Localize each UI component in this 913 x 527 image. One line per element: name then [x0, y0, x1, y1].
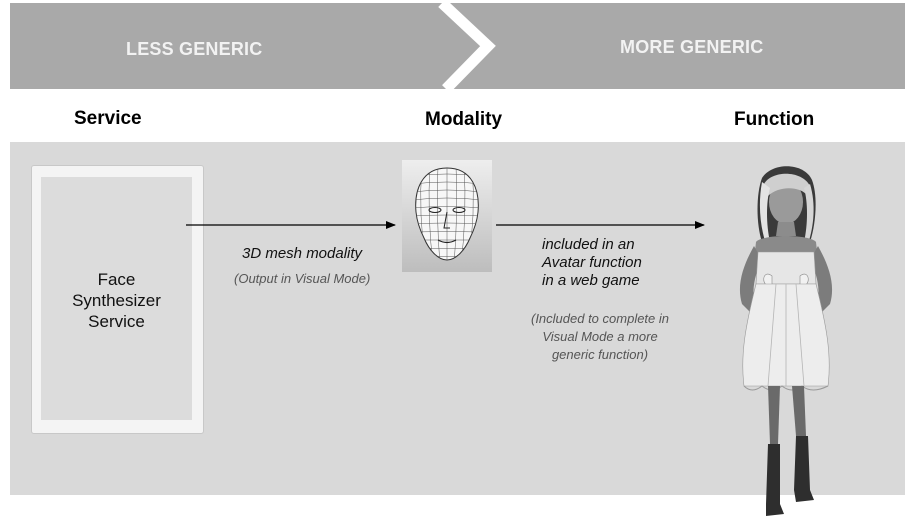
avatar-function-note: (Included to complete in Visual Mode a m…	[520, 310, 680, 364]
wireframe-head-image	[402, 160, 492, 272]
more-generic-label: MORE GENERIC	[620, 37, 764, 57]
avatar-label-line: included in an	[542, 236, 635, 253]
avatar-figure-image	[739, 166, 833, 516]
avatar-label-line: Avatar function	[542, 254, 642, 271]
service-box-inner: Face Synthesizer Service	[41, 177, 192, 420]
function-heading: Function	[734, 109, 815, 130]
service-name-line: Face	[97, 270, 136, 289]
avatar-note-line: generic function)	[551, 347, 649, 362]
avatar-function-label: included in an Avatar function in a web …	[542, 236, 642, 290]
chevron-divider	[438, 3, 496, 89]
service-name-line: Service	[88, 312, 145, 331]
generic-scale-banner: LESS GENERIC MORE GENERIC	[10, 3, 905, 89]
modality-heading: Modality	[425, 109, 503, 130]
service-name-line: Synthesizer	[72, 291, 161, 310]
avatar-label-line: in a web game	[542, 272, 640, 289]
service-heading: Service	[74, 108, 142, 129]
service-name: Face Synthesizer Service	[41, 269, 192, 332]
service-box: Face Synthesizer Service	[31, 165, 204, 434]
avatar-note-line: (Included to complete in	[530, 311, 670, 326]
less-generic-label: LESS GENERIC	[126, 39, 263, 59]
mesh-modality-label: 3D mesh modality	[242, 245, 363, 262]
mesh-modality-note: (Output in Visual Mode)	[234, 271, 371, 286]
avatar-note-line: Visual Mode a more	[542, 329, 658, 344]
